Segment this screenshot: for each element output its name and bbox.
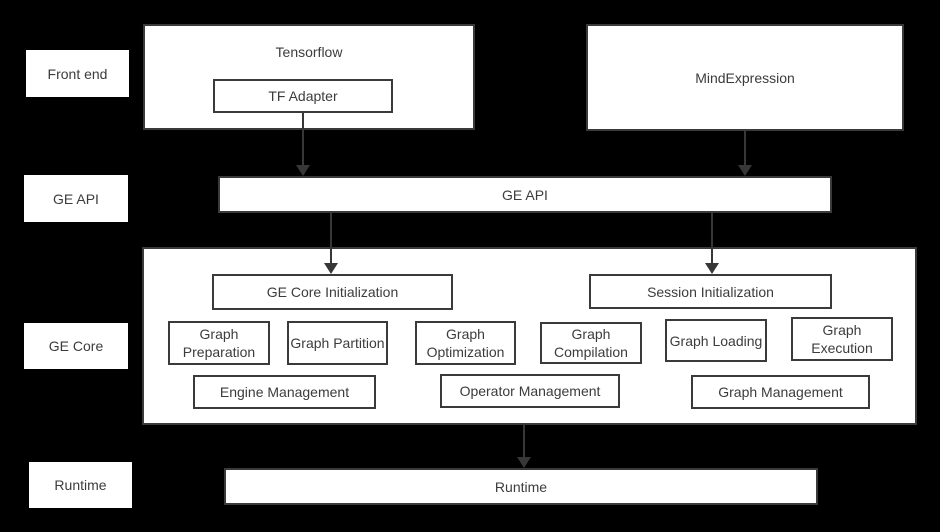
arrow-tf-adapter-to-ge-api [296, 113, 310, 176]
graph-partition-box: Graph Partition [287, 321, 388, 365]
arrow-head-icon [517, 457, 531, 468]
arrow-shaft [744, 131, 746, 166]
arrow-head-icon [705, 263, 719, 274]
graph-compilation-box: Graph Compilation [540, 322, 642, 364]
arrow-mindexpression-to-ge-api [738, 131, 752, 176]
graph-execution-box: Graph Execution [791, 317, 893, 361]
row-label-runtime: Runtime [29, 462, 132, 508]
arrow-head-icon [296, 165, 310, 176]
operator-management-box: Operator Management [440, 374, 620, 408]
arrow-shaft [302, 113, 304, 166]
tf-adapter-box: TF Adapter [213, 79, 393, 113]
row-label-ge-api: GE API [24, 175, 128, 222]
arrow-ge-core-to-runtime [517, 425, 531, 468]
runtime-bar: Runtime [224, 468, 818, 505]
row-label-front-end: Front end [26, 50, 129, 97]
engine-management-box: Engine Management [193, 375, 376, 409]
graph-loading-box: Graph Loading [665, 319, 767, 362]
graph-preparation-box: Graph Preparation [168, 321, 270, 365]
mindexpression-box: MindExpression [586, 24, 904, 131]
ge-core-box: GE Core Initialization Session Initializ… [142, 247, 917, 425]
arrow-shaft [711, 213, 713, 264]
arrow-shaft [330, 213, 332, 264]
arrow-head-icon [324, 263, 338, 274]
arrow-head-icon [738, 165, 752, 176]
arrow-shaft [523, 425, 525, 458]
session-initialization-box: Session Initialization [589, 274, 832, 309]
arrow-ge-api-to-session-initialization [705, 213, 719, 274]
tensorflow-title: Tensorflow [275, 44, 343, 60]
graph-optimization-box: Graph Optimization [415, 321, 516, 365]
row-label-ge-core: GE Core [24, 323, 128, 369]
tensorflow-box: Tensorflow TF Adapter [143, 24, 475, 130]
arrow-ge-api-to-ge-core-initialization [324, 213, 338, 274]
graph-management-box: Graph Management [691, 375, 870, 409]
ge-api-bar: GE API [218, 176, 832, 213]
ge-core-initialization-box: GE Core Initialization [212, 274, 453, 310]
